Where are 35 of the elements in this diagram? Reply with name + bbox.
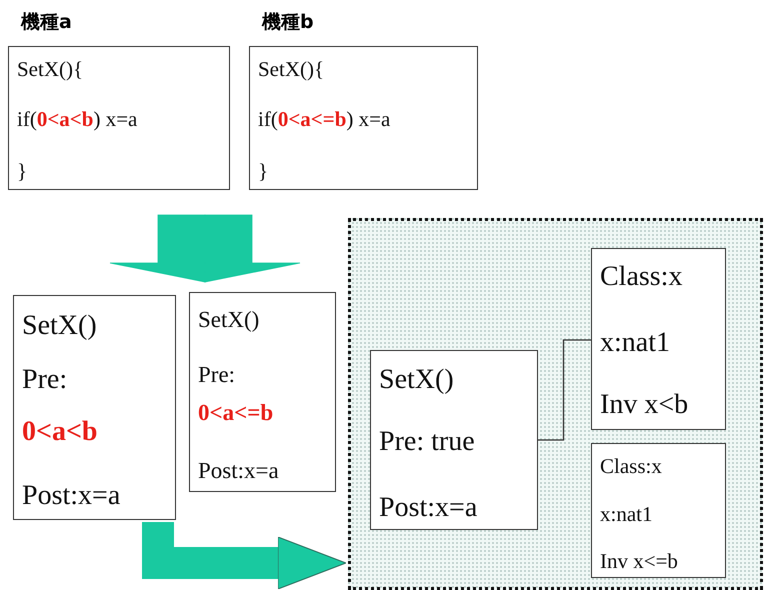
heading: 機種a bbox=[21, 13, 72, 32]
code-line: 0<a<=b bbox=[198, 401, 274, 424]
code-line: Inv x<b bbox=[600, 391, 688, 419]
code-line: Pre: bbox=[198, 363, 236, 386]
block-arrow-half bbox=[204, 214, 300, 282]
code-line: } bbox=[17, 161, 28, 182]
code-line: Post:x=a bbox=[22, 482, 120, 510]
code-line: Pre: true bbox=[379, 428, 475, 456]
spec-box bbox=[370, 350, 538, 530]
code-line: SetX() bbox=[22, 312, 97, 340]
block-arrow bbox=[142, 522, 346, 590]
code-line: x:nat1 bbox=[600, 504, 652, 525]
code-line: } bbox=[258, 161, 268, 182]
code-line: if(0<a<=b) x=a bbox=[258, 109, 390, 130]
code-line: Inv x<=b bbox=[600, 551, 678, 572]
code-line: SetX() bbox=[379, 366, 454, 394]
code-line: Class:x bbox=[600, 263, 682, 291]
code-line: SetX() bbox=[198, 308, 260, 331]
class-box bbox=[591, 443, 726, 578]
code-line: SetX(){ bbox=[258, 59, 324, 80]
code-line: x:nat1 bbox=[600, 329, 670, 357]
code-line: Post:x=a bbox=[198, 459, 279, 482]
code-line: Pre: bbox=[22, 366, 68, 394]
code-line: if(0<a<b) x=a bbox=[17, 109, 138, 130]
block-arrow-half bbox=[110, 214, 206, 282]
code-line: SetX(){ bbox=[17, 59, 84, 80]
spec-box bbox=[189, 292, 336, 492]
dotted-region bbox=[348, 218, 763, 590]
code-line: Post:x=a bbox=[379, 494, 478, 522]
spec-box bbox=[13, 295, 176, 520]
connector-line bbox=[538, 339, 591, 441]
class-box bbox=[591, 248, 726, 430]
code-line: 0<a<b bbox=[22, 418, 98, 446]
heading: 機種b bbox=[262, 13, 314, 32]
code-line: Class:x bbox=[600, 456, 662, 477]
